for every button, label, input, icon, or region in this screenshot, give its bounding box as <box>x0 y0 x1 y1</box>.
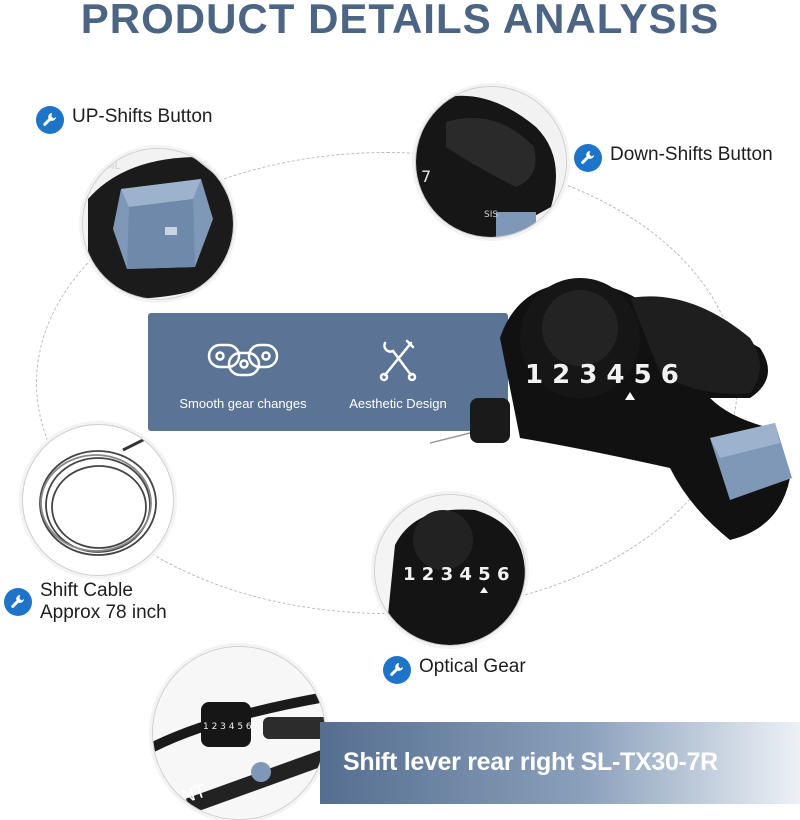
model-banner <box>320 722 800 804</box>
wrench-icon <box>383 656 411 684</box>
model-banner-text: Shift lever rear right SL-TX30-7R <box>343 748 718 776</box>
wrench-icon <box>4 588 32 616</box>
optical-gear-label: Optical Gear <box>383 656 526 684</box>
feature-smooth: Smooth gear changes <box>168 313 318 411</box>
optical-gear-text: Optical Gear <box>419 656 526 677</box>
page-title: PRODUCT DETAILS ANALYSIS <box>80 0 720 42</box>
down-shift-photo: 7 SIS <box>415 86 567 238</box>
feature-panel: Smooth gear changes Aesthetic Design <box>148 313 508 431</box>
shift-cable-length: Approx 78 inch <box>40 602 167 623</box>
dial-numbers: 1 2 3 4 5 6 <box>525 360 679 390</box>
wrench-icon <box>36 106 64 134</box>
main-shifter-photo: 1 2 3 4 5 6 <box>430 278 792 540</box>
up-shift-photo: IML <box>82 148 234 300</box>
chain-icon <box>207 343 279 377</box>
svg-text:1 2 3 4 5 6: 1 2 3 4 5 6 <box>403 564 509 585</box>
up-shift-label: UP-Shifts Button <box>36 106 212 134</box>
down-shift-label: Down-Shifts Button <box>574 144 773 172</box>
mounted-shifter-photo: ENT 1 2 3 4 5 6 <box>152 646 326 820</box>
shift-cable-photo <box>22 424 174 576</box>
shift-cable-label: Shift Cable Approx 78 inch <box>4 580 167 624</box>
feature-smooth-label: Smooth gear changes <box>179 396 307 411</box>
down-shift-text: Down-Shifts Button <box>610 144 773 165</box>
svg-text:SIS: SIS <box>484 210 498 220</box>
shift-cable-text: Shift Cable <box>40 580 133 601</box>
wrench-icon <box>574 144 602 172</box>
up-shift-text: UP-Shifts Button <box>72 106 213 127</box>
svg-text:7: 7 <box>421 167 431 186</box>
tools-icon <box>379 339 417 382</box>
feature-aesthetic-label: Aesthetic Design <box>349 396 447 411</box>
svg-text:IML: IML <box>103 161 121 172</box>
svg-text:1 2 3 4 5 6: 1 2 3 4 5 6 <box>203 722 252 732</box>
feature-aesthetic: Aesthetic Design <box>323 313 473 411</box>
optical-gear-photo: 1 2 3 4 5 6 <box>374 494 526 646</box>
